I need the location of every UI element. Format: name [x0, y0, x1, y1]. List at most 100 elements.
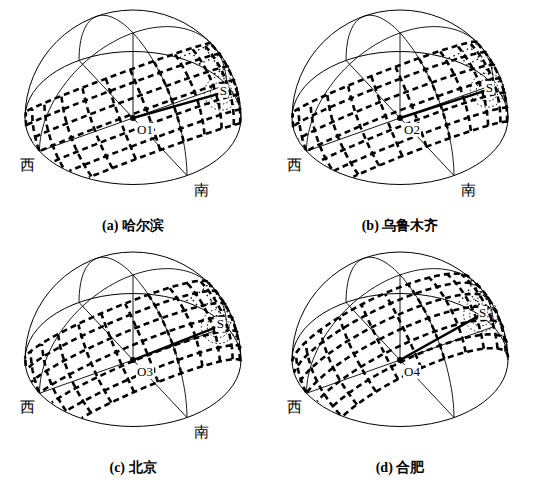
reference-circle [346, 257, 454, 417]
sun-path-front [327, 95, 358, 174]
point-label: O2 [403, 123, 421, 137]
sun-path-front [62, 97, 92, 177]
direction-label: 西 [286, 157, 303, 174]
sun-path-back [192, 299, 197, 306]
sun-path-front [42, 344, 66, 411]
sun-path-back [471, 48, 493, 84]
sun-path-front [170, 288, 203, 366]
direction-label: 西 [19, 399, 36, 416]
axis-line [133, 33, 134, 118]
sun-path-back [470, 278, 474, 282]
sun-path-front [32, 109, 39, 150]
sun-path-front [458, 46, 489, 125]
sun-path-front [83, 88, 113, 168]
sun-halo [201, 309, 235, 343]
sun-path-back [477, 44, 507, 107]
sun-path-front [348, 86, 379, 165]
sun-path-front [40, 80, 235, 151]
direction-label: 西 [19, 157, 36, 174]
point-label: S [219, 84, 228, 98]
sun-path-front [299, 109, 306, 150]
point-label: S [216, 317, 225, 331]
sun-path-front [362, 305, 398, 379]
sun-ray [400, 90, 487, 118]
sun-path-front [175, 54, 205, 134]
sun-path-front [31, 352, 39, 392]
sun-halo [210, 82, 232, 104]
sun-path-front [200, 281, 232, 359]
sun-path-front [461, 274, 497, 348]
sun-path-front [321, 330, 357, 404]
sun-path-front [125, 304, 158, 382]
sun-path-front [296, 354, 306, 392]
point-label: S [478, 306, 487, 320]
sun-path-back [472, 284, 508, 356]
sun-path-back [208, 285, 240, 349]
sun-path-front [299, 65, 495, 139]
sun-path-front [372, 77, 403, 156]
sun-path-front [106, 79, 136, 159]
sun-path-front [89, 124, 241, 178]
sun-path-front [27, 291, 218, 370]
sun-path-front [25, 43, 211, 112]
sun-ray [400, 315, 481, 360]
direction-label: 西 [286, 399, 303, 416]
point-label: O1 [136, 123, 154, 137]
sun-path-front [477, 42, 508, 122]
sun-path-front [54, 95, 239, 162]
axis-line [133, 275, 134, 360]
sun-path-front [440, 52, 471, 131]
sun-path-front [293, 52, 486, 126]
sun-halo [470, 73, 504, 107]
sun-path-front [26, 54, 220, 126]
sun-path-front [149, 295, 182, 373]
sun-path-front [307, 78, 501, 151]
sun-path-front [291, 113, 294, 127]
sun-path-front [44, 104, 63, 168]
sun-path-front [470, 43, 501, 122]
point-label: O3 [136, 365, 154, 379]
observer-dot [397, 357, 403, 363]
sun-halo [476, 79, 498, 101]
sun-path-front [130, 70, 160, 150]
sun-halo [207, 315, 229, 337]
sun-path-front [154, 62, 184, 142]
sun-halo [470, 304, 492, 326]
reference-circle [40, 269, 227, 394]
observer-dot [130, 115, 136, 121]
panel-caption: (d) 合肥 [375, 460, 426, 475]
point-label: O4 [403, 365, 421, 379]
dome-outline [292, 10, 508, 118]
sun-path-front [334, 108, 507, 171]
sun-ray [133, 93, 221, 118]
sun-path-front [419, 59, 450, 138]
sun-path-front [396, 67, 427, 146]
sun-path-front [24, 112, 27, 126]
sun-path-front [69, 110, 240, 171]
panel-caption: (a) 哈尔滨 [101, 218, 165, 233]
observer-dot [130, 357, 136, 363]
sun-path-front [330, 334, 506, 408]
axis-line [400, 360, 454, 418]
panel-caption: (c) 北京 [108, 460, 157, 475]
sun-path-front [340, 318, 376, 392]
sun-path-front [79, 325, 112, 403]
sun-path-front [317, 320, 503, 401]
sun-path-front [306, 343, 341, 415]
sun-path-front [101, 314, 134, 392]
panel-caption: (b) 乌鲁木齐 [361, 218, 440, 233]
direction-label: 南 [193, 423, 210, 440]
sun-halo [204, 76, 238, 110]
sun-path-front [24, 358, 27, 366]
sun-ray [133, 326, 218, 360]
direction-label: 南 [460, 181, 477, 198]
sun-path-front [25, 281, 208, 359]
sun-path-back [204, 48, 226, 84]
sun-path-front [311, 103, 332, 169]
horizon-ellipse [292, 294, 508, 427]
observer-dot [397, 115, 403, 121]
reference-circle [346, 15, 454, 175]
sun-halo [464, 298, 498, 332]
